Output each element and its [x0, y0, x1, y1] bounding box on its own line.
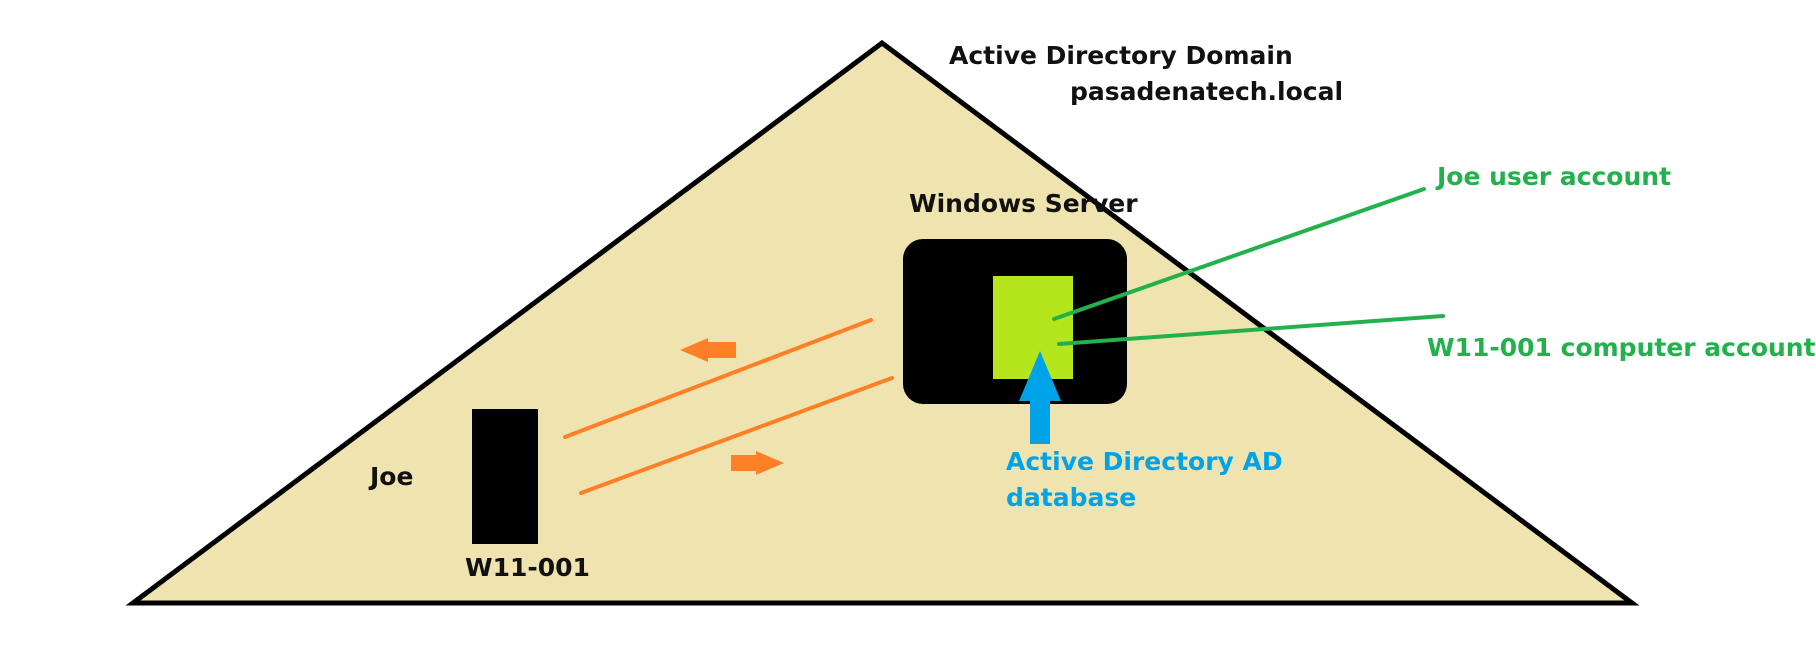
ad-database-box: [993, 276, 1073, 379]
ad-database-arrow: [1019, 351, 1061, 444]
ad-database-label-line2: database: [1006, 483, 1137, 512]
windows-server-label: Windows Server: [909, 189, 1138, 218]
traffic-arrow-right: [731, 451, 784, 475]
domain-triangle: [125, 39, 1640, 606]
joe-user-label: Joe: [370, 462, 414, 491]
w11-computer-label: W11-001: [465, 553, 590, 582]
w11-computer-account-label: W11-001 computer account: [1427, 333, 1816, 362]
traffic-line-upper: [563, 318, 873, 439]
client-computer-box: [472, 409, 538, 544]
user-account-pointer-line: [1052, 187, 1426, 321]
traffic-arrow-left: [680, 338, 736, 362]
domain-title: Active Directory Domain: [949, 41, 1293, 70]
joe-user-account-label: Joe user account: [1437, 162, 1672, 191]
domain-name: pasadenatech.local: [1070, 77, 1344, 106]
traffic-line-lower: [579, 376, 894, 495]
computer-account-pointer-line: [1057, 314, 1445, 346]
ad-database-label-line1: Active Directory AD: [1006, 447, 1283, 476]
